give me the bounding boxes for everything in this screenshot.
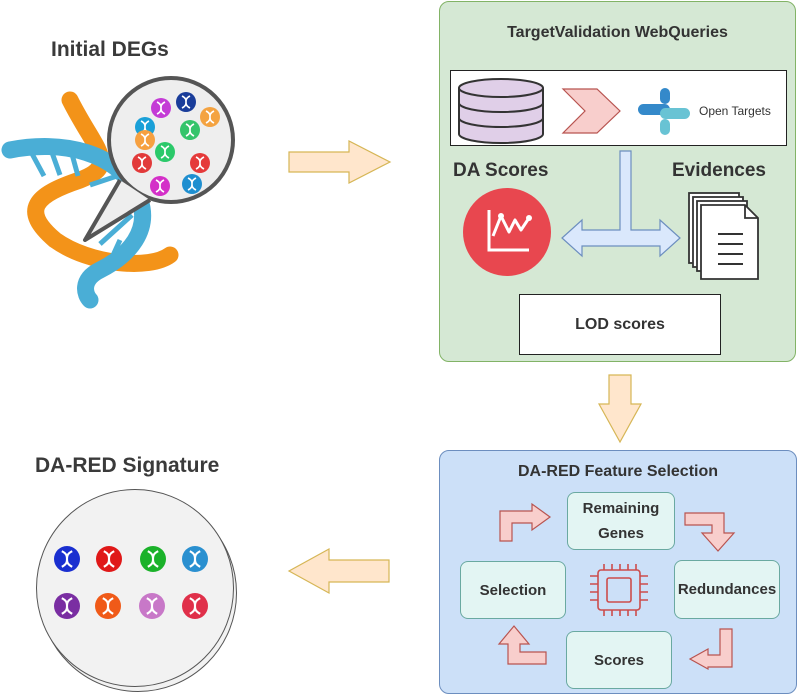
initial-gene-icon: [135, 130, 155, 150]
selection-label: Selection: [479, 581, 547, 599]
target-validation-title: TargetValidation WebQueries: [507, 24, 728, 41]
remaining-genes-box: Remaining Genes: [567, 492, 675, 550]
signature-gene-icon: [54, 546, 80, 572]
database-icon: [458, 78, 544, 144]
double-arrow-connector: [561, 150, 681, 258]
redundances-label: Redundances: [677, 581, 777, 598]
signature-gene-icon: [95, 593, 121, 619]
evidence-documents-icon: [688, 192, 759, 280]
feature-selection-title: DA-RED Feature Selection: [517, 463, 719, 480]
initial-gene-icon: [200, 107, 220, 127]
redundances-box: Redundances: [674, 560, 780, 619]
da-red-signature-title: DA-RED Signature: [35, 454, 220, 477]
remaining-genes-label: Remaining Genes: [582, 500, 660, 542]
open-targets-label: Open Targets: [699, 104, 771, 118]
cycle-arrow-top-right: [684, 512, 736, 552]
da-scores-label: DA Scores: [453, 160, 549, 181]
flow-arrow-left-bottom: [287, 547, 390, 595]
flow-arrow-right-top: [288, 140, 392, 184]
query-chevron-icon: [561, 88, 621, 134]
da-score-chart-icon: [463, 188, 551, 276]
evidences-label: Evidences: [672, 160, 766, 181]
initial-gene-icon: [132, 153, 152, 173]
scores-box: Scores: [566, 631, 672, 689]
initial-degs-title: Initial DEGs: [51, 38, 169, 61]
initial-gene-icon: [155, 142, 175, 162]
scores-label: Scores: [593, 651, 645, 669]
signature-gene-icon: [54, 593, 80, 619]
initial-gene-icon: [151, 98, 171, 118]
lod-scores-label: LOD scores: [575, 315, 665, 333]
initial-gene-icon: [150, 176, 170, 196]
signature-gene-icon: [182, 546, 208, 572]
cycle-arrow-top-left: [499, 502, 552, 542]
cycle-arrow-bottom-left: [497, 625, 547, 665]
signature-circle: [36, 489, 234, 687]
signature-gene-icon: [96, 546, 122, 572]
initial-gene-icon: [176, 92, 196, 112]
lod-scores-box: LOD scores: [519, 294, 721, 355]
signature-gene-icon: [139, 593, 165, 619]
processor-chip-icon: [590, 564, 648, 616]
cycle-arrow-bottom-right: [688, 628, 733, 671]
initial-gene-icon: [180, 120, 200, 140]
selection-box: Selection: [460, 561, 566, 619]
initial-gene-icon: [190, 153, 210, 173]
bubble-pointer-icon: [83, 178, 152, 242]
initial-genes-bubble: [107, 76, 235, 204]
open-targets-logo-icon: [638, 88, 690, 135]
initial-gene-icon: [182, 174, 202, 194]
signature-gene-icon: [140, 546, 166, 572]
signature-gene-icon: [182, 593, 208, 619]
dna-helix-icon: [1, 91, 179, 309]
flow-arrow-down: [597, 374, 643, 444]
